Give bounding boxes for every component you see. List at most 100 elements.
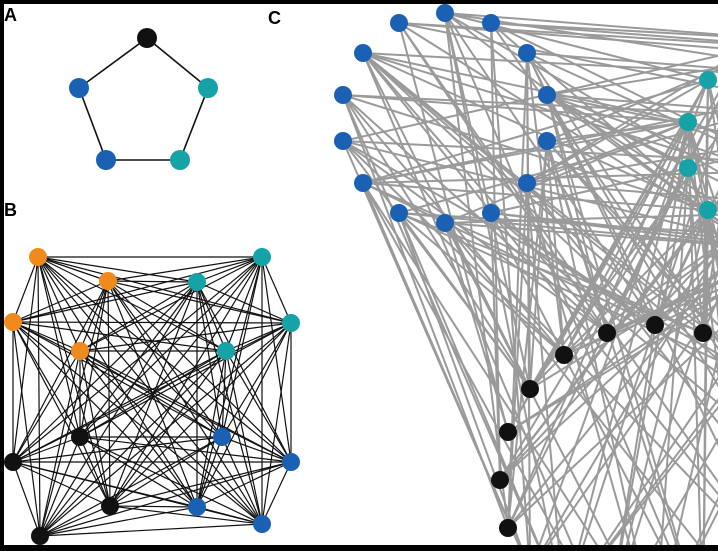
graph-edge xyxy=(221,322,292,438)
blue-graph-node xyxy=(334,86,352,104)
graph-edge xyxy=(526,52,718,343)
graph-edge xyxy=(444,12,718,36)
graph-edge xyxy=(526,52,718,142)
graph-edge xyxy=(362,182,704,334)
graph-edge xyxy=(444,12,555,551)
graph-edge xyxy=(687,121,718,274)
graph-edge xyxy=(196,506,263,525)
blue-graph-node xyxy=(538,86,556,104)
graph-edge xyxy=(507,329,718,529)
graph-edge xyxy=(107,280,198,283)
frame-top xyxy=(0,0,718,4)
graph-edge xyxy=(624,209,709,551)
graph-edge xyxy=(444,222,705,551)
graph-edge xyxy=(196,281,292,324)
graph-edge xyxy=(398,212,565,356)
graph-edge xyxy=(196,281,263,525)
graph-edge xyxy=(529,79,709,390)
graph-edge xyxy=(12,436,223,463)
graph-edge xyxy=(362,52,576,551)
graph-edge xyxy=(398,22,718,484)
graph-edge xyxy=(109,436,223,507)
graph-edge xyxy=(196,436,223,508)
frame-left xyxy=(0,0,4,551)
graph-edge xyxy=(702,79,709,551)
graph-edge xyxy=(221,436,263,525)
graph-edge xyxy=(12,256,39,323)
graph-edge xyxy=(362,182,602,551)
teal-graph-node xyxy=(282,314,300,332)
teal-graph-node xyxy=(217,342,235,360)
graph-edge xyxy=(12,350,227,463)
blue-graph-node xyxy=(253,515,271,533)
graph-edge xyxy=(37,256,292,463)
blue-graph-node xyxy=(518,174,536,192)
graph-edge xyxy=(39,436,81,537)
graph-edge xyxy=(12,321,263,525)
graph-edge xyxy=(563,244,718,356)
graph-edge xyxy=(490,22,718,37)
blue-graph-node xyxy=(354,174,372,192)
teal-graph-node xyxy=(679,159,697,177)
graph-edge xyxy=(196,256,263,508)
black-graph-node xyxy=(101,497,119,515)
graph-edge xyxy=(261,256,292,463)
graph-edge xyxy=(398,212,718,234)
black-graph-node xyxy=(598,324,616,342)
graph-edge xyxy=(654,269,718,326)
graph-edge xyxy=(79,281,198,438)
graph-edge xyxy=(362,52,689,123)
graph-edge xyxy=(398,22,718,225)
graph-edge xyxy=(702,222,718,334)
graph-edge xyxy=(606,101,718,334)
graph-edge xyxy=(79,350,223,438)
graph-edge xyxy=(39,350,81,537)
graph-edge xyxy=(687,121,718,214)
graph-edge xyxy=(490,212,501,481)
graph-edge xyxy=(12,281,198,463)
graph-edge xyxy=(398,22,509,433)
graph-edge xyxy=(490,22,718,42)
orange-graph-node xyxy=(4,313,22,331)
graph-edge xyxy=(78,87,107,161)
graph-edge xyxy=(39,523,263,537)
black-graph-node xyxy=(521,380,539,398)
graph-edge xyxy=(196,322,292,508)
graph-edge xyxy=(12,256,263,323)
graph-edge xyxy=(362,52,718,361)
teal-graph-node xyxy=(679,113,697,131)
blue-graph-node xyxy=(354,44,372,62)
graph-edge xyxy=(179,87,209,161)
graph-edge xyxy=(109,505,263,525)
black-graph-node xyxy=(31,527,49,545)
graph-edge xyxy=(79,436,111,507)
graph-edge xyxy=(398,22,718,89)
graph-edge xyxy=(606,249,718,334)
teal-graph-node xyxy=(699,201,717,219)
graph-edge xyxy=(546,68,718,142)
graph-edge xyxy=(79,256,263,352)
graph-edge xyxy=(107,280,292,463)
graph-edge xyxy=(109,256,263,507)
graph-edge xyxy=(12,280,109,463)
graph-edge xyxy=(362,52,608,334)
black-graph-node xyxy=(694,324,712,342)
graph-edge xyxy=(37,256,109,282)
graph-edge xyxy=(39,461,292,537)
graph-edge xyxy=(109,322,292,507)
graph-edge xyxy=(79,350,292,463)
graph-edge xyxy=(12,280,109,323)
blue-graph-node xyxy=(390,14,408,32)
graph-edge xyxy=(12,321,81,438)
graph-edge xyxy=(107,280,111,507)
graph-edge xyxy=(107,280,223,438)
graph-edge xyxy=(507,302,718,433)
blue-graph-node xyxy=(69,78,89,98)
graph-edge xyxy=(507,52,528,529)
blue-graph-node xyxy=(518,44,536,62)
graph-edge xyxy=(261,256,292,324)
graph-edge xyxy=(79,322,292,352)
graph-edge xyxy=(39,256,263,537)
black-graph-node xyxy=(4,453,22,471)
